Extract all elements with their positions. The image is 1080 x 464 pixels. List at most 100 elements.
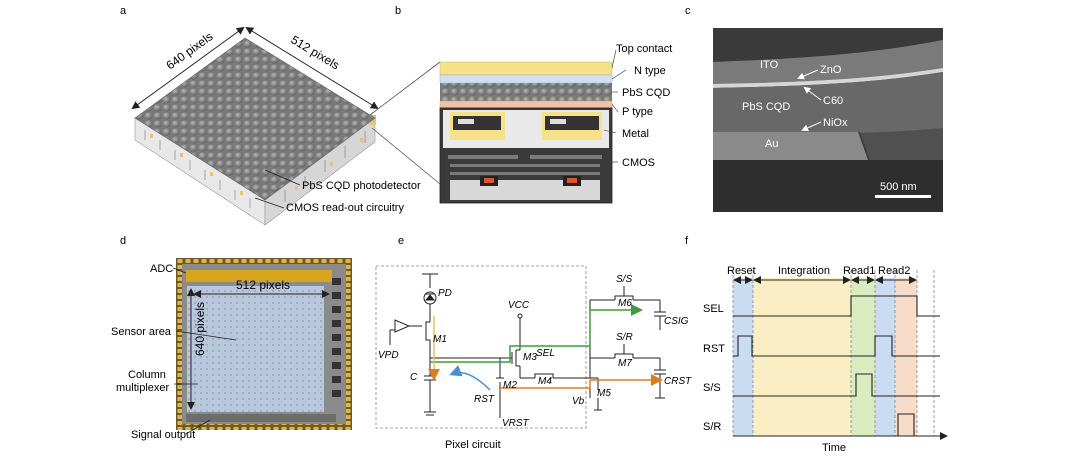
phase-label-reset: Reset	[727, 265, 756, 277]
panel-f: f Reset Integration Read1 Read2 SEL RST …	[685, 235, 948, 454]
label-m4: M4	[538, 376, 552, 387]
panel-a-letter: a	[120, 5, 127, 17]
arrow-zno	[797, 69, 819, 80]
panel-d-letter: d	[120, 235, 126, 247]
label-sensor-area: Sensor area	[111, 326, 172, 338]
label-m3: M3	[523, 352, 537, 363]
signal-label-sr: S/R	[703, 421, 721, 433]
layer-label-n-type: N type	[634, 65, 666, 77]
label-sel: SEL	[536, 348, 555, 359]
label-pd: PD	[438, 288, 452, 299]
phase-label-integration: Integration	[778, 265, 830, 277]
sem-labels: ITO ZnO C60 PbS CQD NiOx Au 500 nm	[742, 59, 917, 193]
phase-label-read2: Read2	[878, 265, 910, 277]
label-pbs-photodetector: PbS CQD photodetector	[302, 180, 421, 192]
panel-b: b Top contact N type PbS CQD	[395, 5, 672, 204]
waveform-sel	[733, 295, 940, 317]
label-crst: CRST	[664, 376, 692, 387]
zoom-line-bottom	[371, 127, 441, 185]
label-c: C	[410, 372, 418, 383]
sem-pbs	[713, 72, 943, 134]
label-vrst: VRST	[502, 418, 530, 429]
layer-label-metal: Metal	[622, 128, 649, 140]
arrow-c60	[803, 86, 822, 101]
label-m5: M5	[597, 388, 611, 399]
band-integration	[753, 278, 851, 436]
callout-detector	[264, 169, 301, 186]
sem-ito	[713, 40, 943, 84]
pixel-circuit-caption: Pixel circuit	[445, 439, 501, 451]
label-m1: M1	[433, 334, 447, 345]
layer-label-p-type: P type	[622, 106, 653, 118]
label-rst: RST	[474, 394, 495, 405]
sem-zno	[713, 68, 943, 88]
layer-label-top-contact: Top contact	[616, 43, 672, 55]
layer-label-pbs: PbS CQD	[622, 87, 670, 99]
die-leader-lines	[172, 267, 237, 435]
sem-label-zno: ZnO	[820, 64, 842, 76]
label-m2: M2	[503, 380, 517, 391]
die-left-labels: ADC Sensor area Column multiplexer Signa…	[111, 263, 195, 441]
signal-label-ss: S/S	[703, 382, 721, 394]
readout-pads	[150, 115, 376, 195]
sem-au	[713, 132, 868, 160]
arrow-nio	[801, 121, 822, 132]
cmos-metal-lines	[448, 155, 602, 175]
band-reset-2	[875, 278, 895, 436]
panel-c: c ITO ZnO C60 PbS CQD NiOx Au 500 nm	[685, 5, 943, 212]
label-multiplexer: multiplexer	[116, 382, 170, 394]
reset-arrow-blue	[449, 365, 491, 391]
signal-path-green	[430, 304, 643, 363]
label-csig: CSIG	[664, 316, 689, 327]
panel-b-letter: b	[395, 5, 401, 17]
label-signal-output: Signal output	[131, 429, 195, 441]
readout-traces	[144, 130, 366, 208]
label-cmos-readout: CMOS read-out circuitry	[286, 202, 404, 214]
waveform-rst	[733, 335, 940, 357]
label-vpd: VPD	[378, 350, 399, 361]
layer-p-type	[439, 100, 613, 109]
label-640-pixels: 640 pixels	[193, 302, 207, 356]
circuit-labels: PD VCC VPD M1 C M2 M3 SEL M4 M5 RST VRST…	[378, 274, 692, 429]
label-m6: M6	[618, 298, 632, 309]
phase-labels: Reset Integration Read1 Read2	[727, 265, 910, 277]
dim-arrow-right	[245, 26, 379, 110]
sem-scale-label: 500 nm	[880, 181, 917, 193]
sem-label-nio: NiOx	[823, 117, 848, 129]
sem-label-c60: C60	[823, 95, 843, 107]
panel-d: d 512 pixels 640 pixels ADC Sensor area …	[111, 235, 352, 441]
signal-label-rst: RST	[703, 343, 725, 355]
sem-label-ito: ITO	[760, 59, 779, 71]
time-axis-label: Time	[822, 442, 846, 454]
vcc-node	[517, 313, 523, 319]
label-ss: S/S	[616, 274, 632, 285]
column-mux-blocks	[332, 278, 341, 397]
band-read1	[851, 278, 875, 436]
panel-e-letter: e	[398, 235, 404, 247]
label-vb: Vb	[572, 396, 585, 407]
dim-label-512: 512 pixels	[288, 33, 342, 73]
reset-path-orange	[500, 380, 591, 389]
callout-circuit	[254, 197, 285, 209]
photodiode-icon	[424, 293, 436, 301]
sem-label-au: Au	[765, 138, 778, 150]
panel-c-letter: c	[685, 5, 691, 17]
sem-label-pbs: PbS CQD	[742, 101, 790, 113]
label-sr: S/R	[616, 332, 633, 343]
dim-arrow-left	[131, 26, 245, 110]
panel-f-letter: f	[685, 235, 689, 247]
signal-labels: SEL RST S/S S/R	[703, 303, 725, 433]
waveform-ss	[733, 373, 940, 397]
phase-label-read1: Read1	[843, 265, 875, 277]
label-512-pixels: 512 pixels	[236, 278, 290, 292]
label-vcc: VCC	[508, 300, 530, 311]
layer-label-group: Top contact N type PbS CQD P type Metal …	[603, 43, 672, 169]
band-read2	[895, 278, 917, 436]
adc-block	[186, 270, 332, 282]
transistor-right	[567, 178, 577, 183]
label-adc: ADC	[150, 263, 173, 275]
transistor-left	[484, 178, 494, 183]
zoom-line-top	[369, 61, 441, 116]
